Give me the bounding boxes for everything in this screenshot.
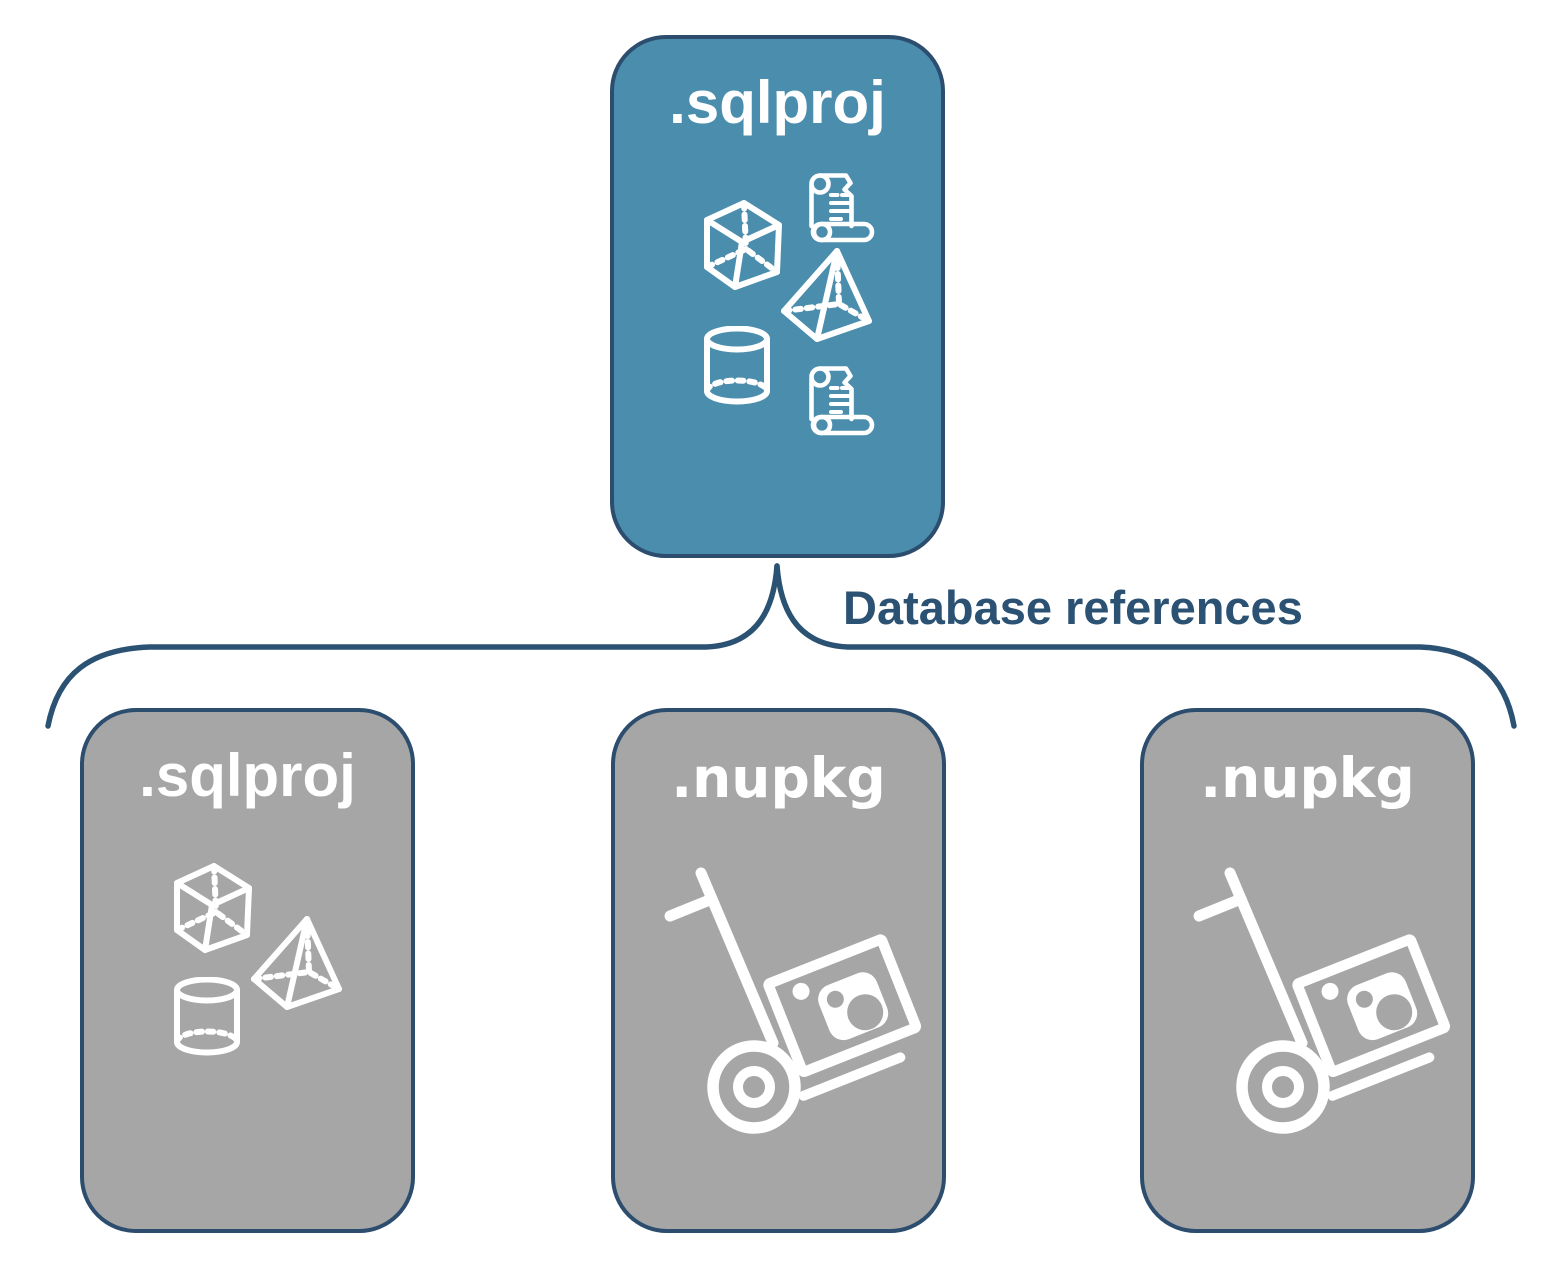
cylinder-icon [704,326,770,405]
cube-icon [174,863,252,953]
card-title: .sqlproj [669,69,886,136]
card-title: .nupkg [1200,746,1415,810]
pyramid-icon [251,916,342,1010]
pyramid-icon [781,248,872,342]
cylinder-icon [174,977,240,1056]
script-scroll-icon [809,173,875,243]
card-title: .sqlproj [139,742,356,809]
package-dolly-icon [1193,867,1451,1134]
connector-label: Database references [843,581,1303,634]
child-card-sqlproj: .sqlproj [80,708,415,1233]
child-card-nupkg: .nupkg [611,708,946,1233]
cube-icon [704,200,782,290]
script-scroll-icon [809,366,875,436]
child-card-nupkg: .nupkg [1140,708,1475,1233]
package-dolly-icon [664,867,922,1134]
card-title: .nupkg [671,746,886,810]
root-card-sqlproj: .sqlproj [610,35,945,558]
